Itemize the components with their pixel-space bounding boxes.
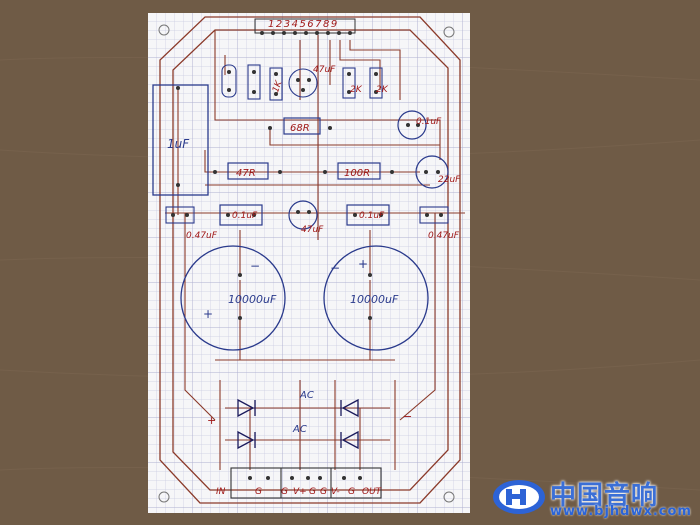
top-resistors	[221, 64, 383, 101]
watermark: 中国音响 www.bjhdwx.com	[492, 475, 692, 521]
cap-47uf-top-label: 47uF	[313, 65, 336, 75]
terminal-in: IN	[216, 487, 226, 497]
terminal-g2: G	[281, 487, 288, 497]
terminal-block	[230, 467, 382, 499]
cap-01uf-right-label: 0.1uF	[359, 211, 385, 221]
res-68r-label: 68R	[290, 123, 310, 134]
cap-47uf-mid: 47uF	[288, 200, 324, 235]
terminal-out: OUT	[362, 487, 383, 497]
bridge-diodes	[237, 398, 359, 450]
cap-1uf: 1uF	[152, 84, 209, 196]
res-68r: 68R	[268, 117, 332, 135]
res-100r: 100R	[323, 162, 394, 180]
board-outline	[159, 16, 461, 504]
terminal-vminus: V-	[331, 487, 340, 497]
watermark-brand: 中国音响	[550, 481, 659, 511]
cap-01uf-right: 0.1uF	[346, 204, 390, 226]
pin-header: 123456789	[254, 18, 356, 35]
cap-047uf-left-label: 0.47uF	[186, 231, 218, 241]
cap-01uf-left: 0.1uF	[219, 204, 263, 226]
cap-1uf-label: 1uF	[167, 137, 190, 151]
res-47r: 47R	[213, 162, 282, 180]
ac-bottom-label: AC	[292, 424, 307, 435]
cap-22uf-label: 22uF	[438, 175, 461, 185]
terminal-labels: IN G G V+ G G V- G OUT	[216, 487, 383, 497]
cap-10000uf-left: + − 10000uF	[180, 245, 286, 351]
ac-top-label: AC	[299, 390, 314, 401]
minus-sign-left: −	[250, 259, 260, 273]
minus-sign-right: −	[330, 261, 340, 275]
res-100r-label: 100R	[344, 168, 370, 179]
cap-047uf-right-label: 0.47uF	[428, 231, 460, 241]
terminal-g5: G	[348, 487, 355, 497]
terminal-g3: G	[309, 487, 316, 497]
pin-header-label: 123456789	[268, 19, 339, 30]
graph-paper-card	[148, 13, 470, 513]
cap-10000uf-left-label: 10000uF	[228, 293, 277, 306]
res-2k-b-label: 2K	[376, 85, 389, 95]
hd-logo-icon	[493, 480, 545, 514]
res-47r-label: 47R	[236, 168, 256, 179]
terminal-g4: G	[320, 487, 327, 497]
traces	[165, 30, 465, 470]
plus-sign-bridge: +	[207, 414, 216, 427]
mounting-holes	[158, 24, 455, 503]
top-resistor-pads	[227, 70, 378, 96]
cap-01uf-right-top-label: 0.1uF	[416, 117, 442, 127]
watermark-url: www.bjhdwx.com	[550, 504, 692, 519]
plus-sign-left: +	[203, 307, 213, 321]
cap-01uf-left-label: 0.1uF	[232, 211, 258, 221]
cap-047uf-right: 0.47uF	[419, 206, 460, 241]
res-1k-label: 1K	[271, 79, 285, 94]
cap-01uf-right-top: 0.1uF	[397, 110, 442, 140]
plus-sign-right: +	[358, 257, 368, 271]
cap-047uf-left: 0.47uF	[165, 206, 218, 241]
res-2k-a-label: 2K	[350, 85, 363, 95]
cap-47uf-mid-label: 47uF	[301, 225, 324, 235]
terminal-vplus: V+	[293, 487, 307, 497]
terminal-g1: G	[255, 487, 262, 497]
minus-sign-bridge: −	[403, 410, 412, 423]
cap-22uf: 22uF	[415, 155, 461, 189]
cap-10000uf-right: − + 10000uF	[323, 245, 429, 351]
cap-10000uf-right-label: 10000uF	[350, 293, 399, 306]
